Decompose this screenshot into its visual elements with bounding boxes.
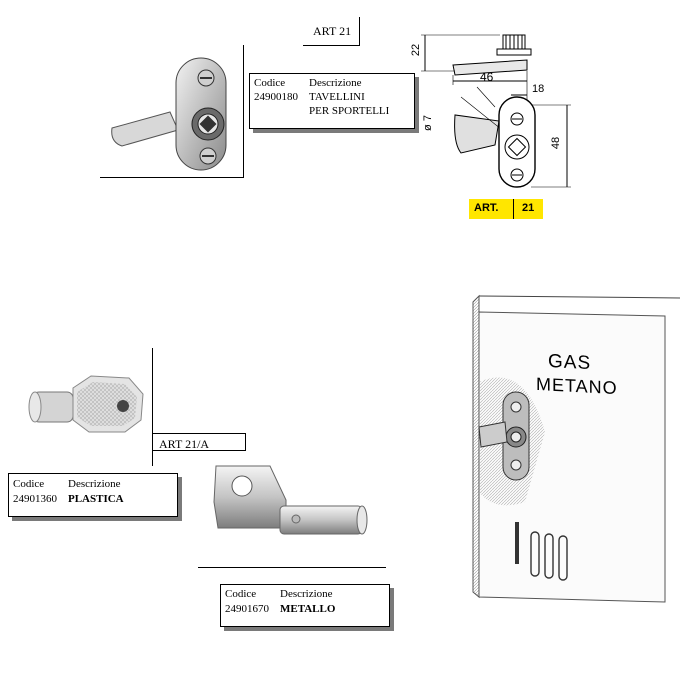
gas-sign-line2: METANO xyxy=(536,373,618,399)
art21-photo-frame-bottom xyxy=(100,177,244,178)
product-description: PLASTICA xyxy=(68,493,124,505)
art21-badge: ART. 21 xyxy=(469,199,543,219)
product-code: 24900180 xyxy=(254,91,298,103)
dim-22: 22 xyxy=(410,43,423,57)
art21-title-underline xyxy=(303,45,360,46)
plastica-product-table: Codice Descrizione 24901360 PLASTICA xyxy=(8,473,178,517)
art21-photo-frame-right xyxy=(243,45,244,178)
gas-cabinet-illustration xyxy=(472,294,681,603)
code-header: Codice xyxy=(254,77,286,89)
art21-title: ART 21 xyxy=(313,24,352,38)
art21a-title-underline xyxy=(152,450,246,451)
metallo-overline xyxy=(198,567,386,568)
description-header: Descrizione xyxy=(309,77,362,89)
dim-phi7: ø 7 xyxy=(421,115,434,131)
art21-title-rule xyxy=(359,17,360,46)
badge-number: 21 xyxy=(522,202,535,214)
badge-art-label: ART. xyxy=(474,202,499,214)
plastic-key-photo xyxy=(28,375,144,433)
art21a-title: ART 21/A xyxy=(159,437,210,451)
code-header: Codice xyxy=(225,588,257,600)
art21-latch-photo xyxy=(111,57,227,171)
art21a-title-overline xyxy=(152,433,246,434)
metal-key-photo xyxy=(213,465,368,535)
product-description-line1: TAVELLINI xyxy=(309,91,365,103)
product-code: 24901360 xyxy=(13,493,57,505)
dim-48: 48 xyxy=(550,136,563,150)
description-header: Descrizione xyxy=(280,588,333,600)
code-header: Codice xyxy=(13,478,45,490)
product-description: METALLO xyxy=(280,603,336,615)
art21-technical-drawing xyxy=(421,34,571,188)
product-code: 24901670 xyxy=(225,603,269,615)
dim-46: 46 xyxy=(480,70,494,84)
description-header: Descrizione xyxy=(68,478,121,490)
metallo-product-table: Codice Descrizione 24901670 METALLO xyxy=(220,584,390,627)
dim-18: 18 xyxy=(532,83,545,95)
product-description-line2: PER SPORTELLI xyxy=(309,105,390,117)
badge-divider xyxy=(513,199,514,219)
gas-sign-line1: GAS xyxy=(548,350,592,375)
art21a-title-rule xyxy=(245,433,246,450)
art21a-photo-divider xyxy=(152,348,153,466)
art21-product-table: Codice Descrizione 24900180 TAVELLINI PE… xyxy=(249,73,415,129)
